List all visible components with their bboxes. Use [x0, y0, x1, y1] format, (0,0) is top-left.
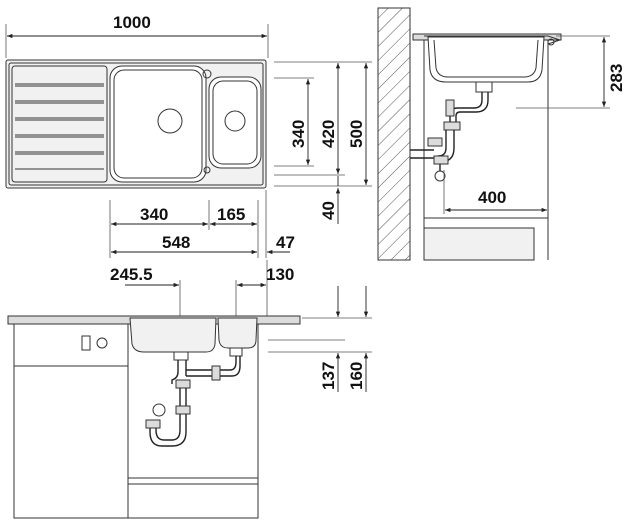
- top-view: 1000 340 420: [5, 13, 372, 258]
- side-sink-body: [427, 36, 545, 83]
- dim-depth-main: 160: [347, 362, 366, 390]
- dim-side-height: 283: [607, 64, 626, 92]
- front-small-bowl: [217, 317, 258, 349]
- dim-side-depth: 400: [478, 188, 506, 207]
- dim-right-edge: 47: [276, 233, 295, 252]
- dim-top-width: 1000: [113, 13, 151, 32]
- dim-depth-small: 137: [319, 362, 338, 390]
- dishwasher-control: [81, 335, 91, 351]
- dim-main-bowl-height: 340: [289, 120, 308, 148]
- dim-main-bowl-width: 340: [140, 205, 168, 224]
- front-view: 245.5 130: [7, 260, 372, 519]
- drainboard: [11, 65, 108, 183]
- dim-drain-left: 245.5: [110, 265, 153, 284]
- dim-overall-depth: 500: [347, 120, 366, 148]
- wall: [377, 7, 411, 261]
- dim-drain-right: 130: [266, 265, 294, 284]
- main-drain: [157, 108, 183, 134]
- front-main-bowl: [129, 317, 217, 353]
- small-drain: [224, 110, 246, 132]
- dim-front-offset: 40: [319, 201, 338, 220]
- dim-bowls-total: 548: [162, 233, 190, 252]
- tap-hole: [202, 69, 212, 79]
- dim-small-bowl-width: 165: [217, 205, 245, 224]
- side-view: 283 400: [377, 7, 626, 261]
- dishwasher: [13, 323, 129, 519]
- small-bowl: [208, 76, 262, 169]
- dim-inner-height: 420: [319, 120, 338, 148]
